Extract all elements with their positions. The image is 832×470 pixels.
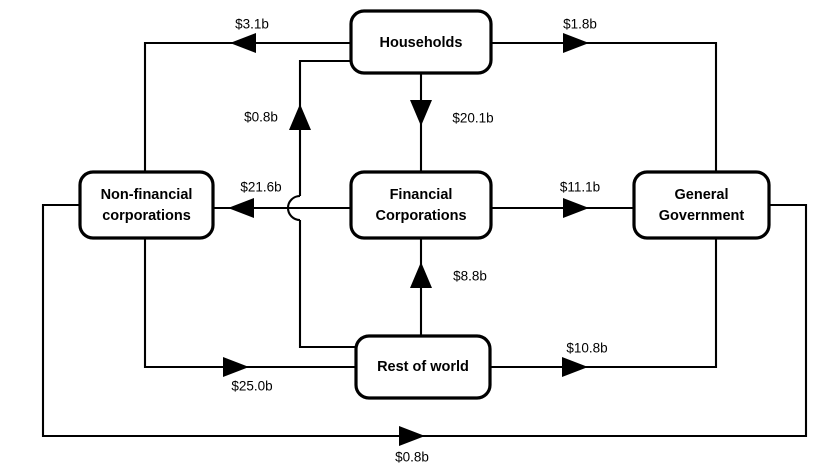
arrowhead-up-icon <box>289 104 311 130</box>
node-rest-of-world-label: Rest of world <box>377 359 469 375</box>
arrowhead-right-icon <box>562 357 588 377</box>
arrowhead-down-icon <box>410 100 432 126</box>
edge-label-11-1b: $11.1b <box>560 180 600 195</box>
edge-households-to-financial: $20.1b <box>410 73 494 172</box>
edge-financial-to-nonfinancial: $21.6b <box>213 180 351 218</box>
edge-label-20-1b: $20.1b <box>452 111 493 126</box>
edge-nonfinancial-to-government-bottom: $0.8b <box>41 203 808 465</box>
arrowhead-right-icon <box>399 426 425 446</box>
node-general-government[interactable]: General Government <box>632 170 771 240</box>
node-financial-corporations-box[interactable] <box>349 170 493 240</box>
edge-restofworld-to-financial: $8.8b <box>410 238 487 336</box>
edge-restofworld-to-government: $10.8b <box>490 238 718 377</box>
node-financial-corporations[interactable]: Financial Corporations <box>349 170 493 240</box>
node-rest-of-world-box[interactable] <box>354 334 492 400</box>
node-financial-corporations-label-line1: Financial <box>390 187 453 203</box>
edge-nonfinancial-to-restofworld: $25.0b <box>143 238 356 394</box>
arrowhead-left-icon <box>230 33 256 53</box>
edge-restofworld-to-households: $0.8b <box>244 59 356 349</box>
edge-households-to-government: $1.8b <box>491 17 718 172</box>
edge-line <box>491 41 718 172</box>
edge-line <box>41 203 808 438</box>
node-rest-of-world[interactable]: Rest of world <box>354 334 492 400</box>
edge-label-1-8b: $1.8b <box>563 17 597 32</box>
edge-label-8-8b: $8.8b <box>453 269 487 284</box>
node-nonfinancial-corporations-box[interactable] <box>78 170 215 240</box>
edge-line-lower <box>298 220 356 349</box>
arrowhead-right-icon <box>223 357 249 377</box>
node-nonfinancial-corporations[interactable]: Non-financial corporations <box>78 170 215 240</box>
node-general-government-label-line2: Government <box>659 208 745 224</box>
arrowhead-right-icon <box>563 33 589 53</box>
edge-line-upper <box>298 59 351 196</box>
node-households-label: Households <box>380 35 463 51</box>
arrowhead-up-icon <box>410 262 432 288</box>
node-general-government-box[interactable] <box>632 170 771 240</box>
edge-financial-to-government: $11.1b <box>491 180 634 218</box>
node-general-government-label-line1: General <box>675 187 729 203</box>
edge-label-0-8b-upper: $0.8b <box>244 110 278 125</box>
arrowhead-right-icon <box>563 198 589 218</box>
node-households[interactable]: Households <box>349 9 493 75</box>
node-financial-corporations-label-line2: Corporations <box>375 208 466 224</box>
node-nonfinancial-corporations-label-line1: Non-financial <box>101 187 193 203</box>
node-households-box[interactable] <box>349 9 493 75</box>
edge-label-10-8b: $10.8b <box>566 341 607 356</box>
edge-label-25-0b: $25.0b <box>231 379 272 394</box>
edge-label-3-1b: $3.1b <box>235 17 269 32</box>
edge-label-21-6b: $21.6b <box>240 180 281 195</box>
edge-line <box>143 238 356 369</box>
edge-label-0-8b-bottom: $0.8b <box>395 450 429 465</box>
arrowhead-left-icon <box>228 198 254 218</box>
node-nonfinancial-corporations-label-line2: corporations <box>102 208 191 224</box>
